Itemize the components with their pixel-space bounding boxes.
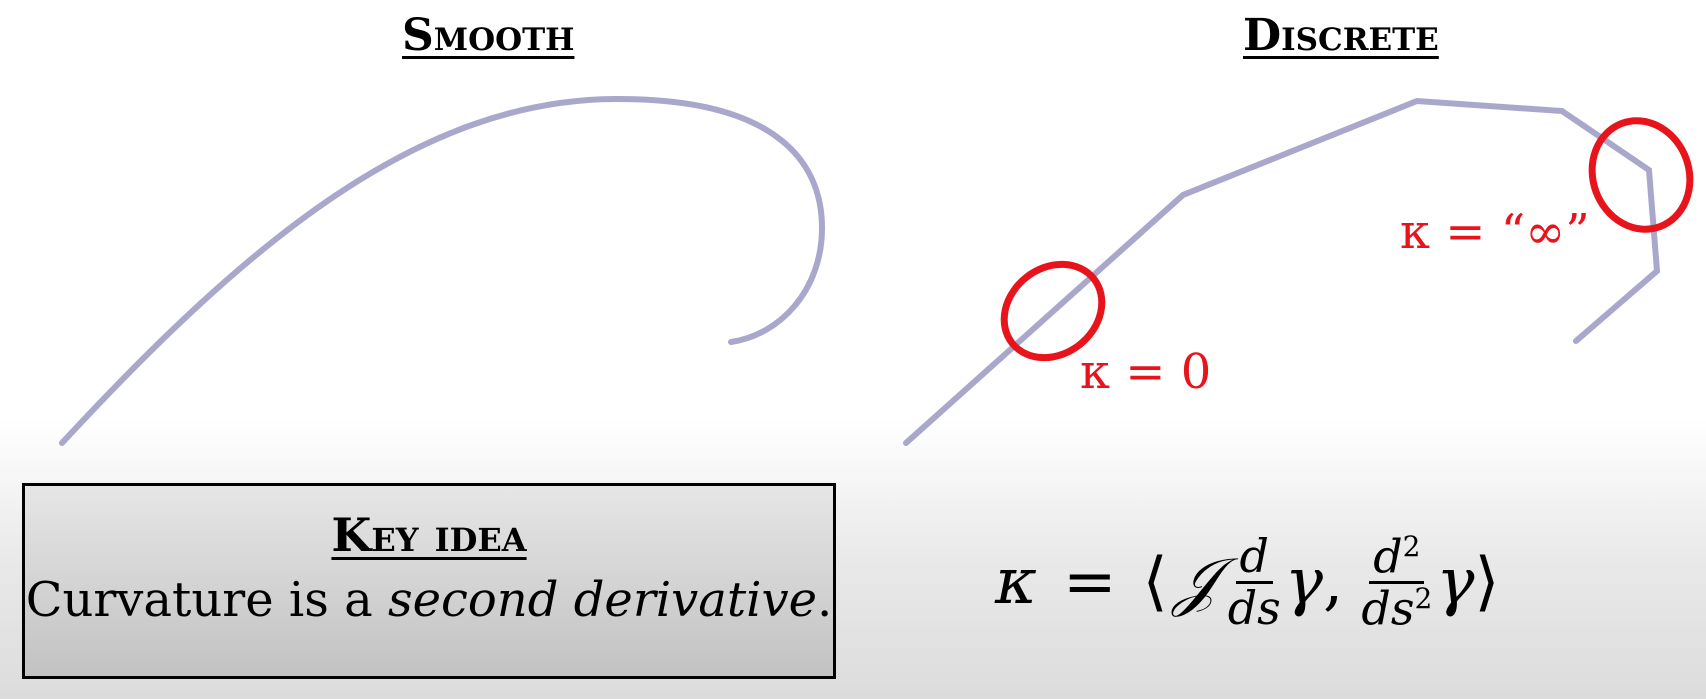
formula-second-derivative: d2 ds2	[1361, 532, 1432, 632]
formula-J: 𝒥	[1173, 545, 1218, 619]
formula-first-derivative: d ds	[1228, 532, 1281, 632]
smooth-heading: Smooth	[402, 10, 575, 61]
formula-d2-numerator: d2	[1369, 529, 1425, 584]
formula-close-bracket: ⟩	[1474, 545, 1500, 619]
formula-comma: ,	[1323, 545, 1344, 619]
discrete-polyline	[903, 97, 1661, 446]
formula-gamma-1: γ	[1284, 545, 1324, 619]
formula-open-bracket: ⟨	[1142, 545, 1168, 619]
formula-d2-base: d	[1373, 529, 1403, 584]
key-idea-title: Key idea	[331, 508, 527, 562]
formula-kappa: κ	[995, 545, 1037, 619]
key-idea-emphasis: second derivative	[387, 572, 818, 628]
curvature-formula: κ = ⟨ 𝒥 d ds γ , d2 ds2 γ ⟩	[995, 512, 1500, 652]
discrete-heading: Discrete	[1243, 10, 1439, 61]
key-idea-text-end: .	[817, 572, 833, 628]
formula-ds2-denominator: ds2	[1361, 580, 1433, 635]
formula-equals: =	[1062, 545, 1117, 619]
kappa-infinity-label: κ = “∞”	[1400, 204, 1590, 260]
formula-ds-denominator: ds	[1227, 580, 1281, 635]
key-idea-text: Curvature is a second derivative.	[25, 572, 833, 628]
flat-vertex-highlight	[1000, 260, 1106, 362]
key-idea-box: Key idea Curvature is a second derivativ…	[22, 483, 836, 679]
formula-ds2-exponent: 2	[1414, 581, 1433, 615]
formula-gamma-2: γ	[1436, 545, 1475, 619]
smooth-curve	[59, 95, 826, 446]
corner-vertex-highlight	[1588, 117, 1694, 233]
kappa-zero-label: κ = 0	[1080, 344, 1211, 400]
key-idea-text-start: Curvature is a	[25, 572, 388, 628]
formula-d-numerator: d	[1235, 532, 1273, 584]
formula-ds2-base: ds	[1361, 580, 1415, 635]
formula-d2-exponent: 2	[1402, 529, 1421, 563]
